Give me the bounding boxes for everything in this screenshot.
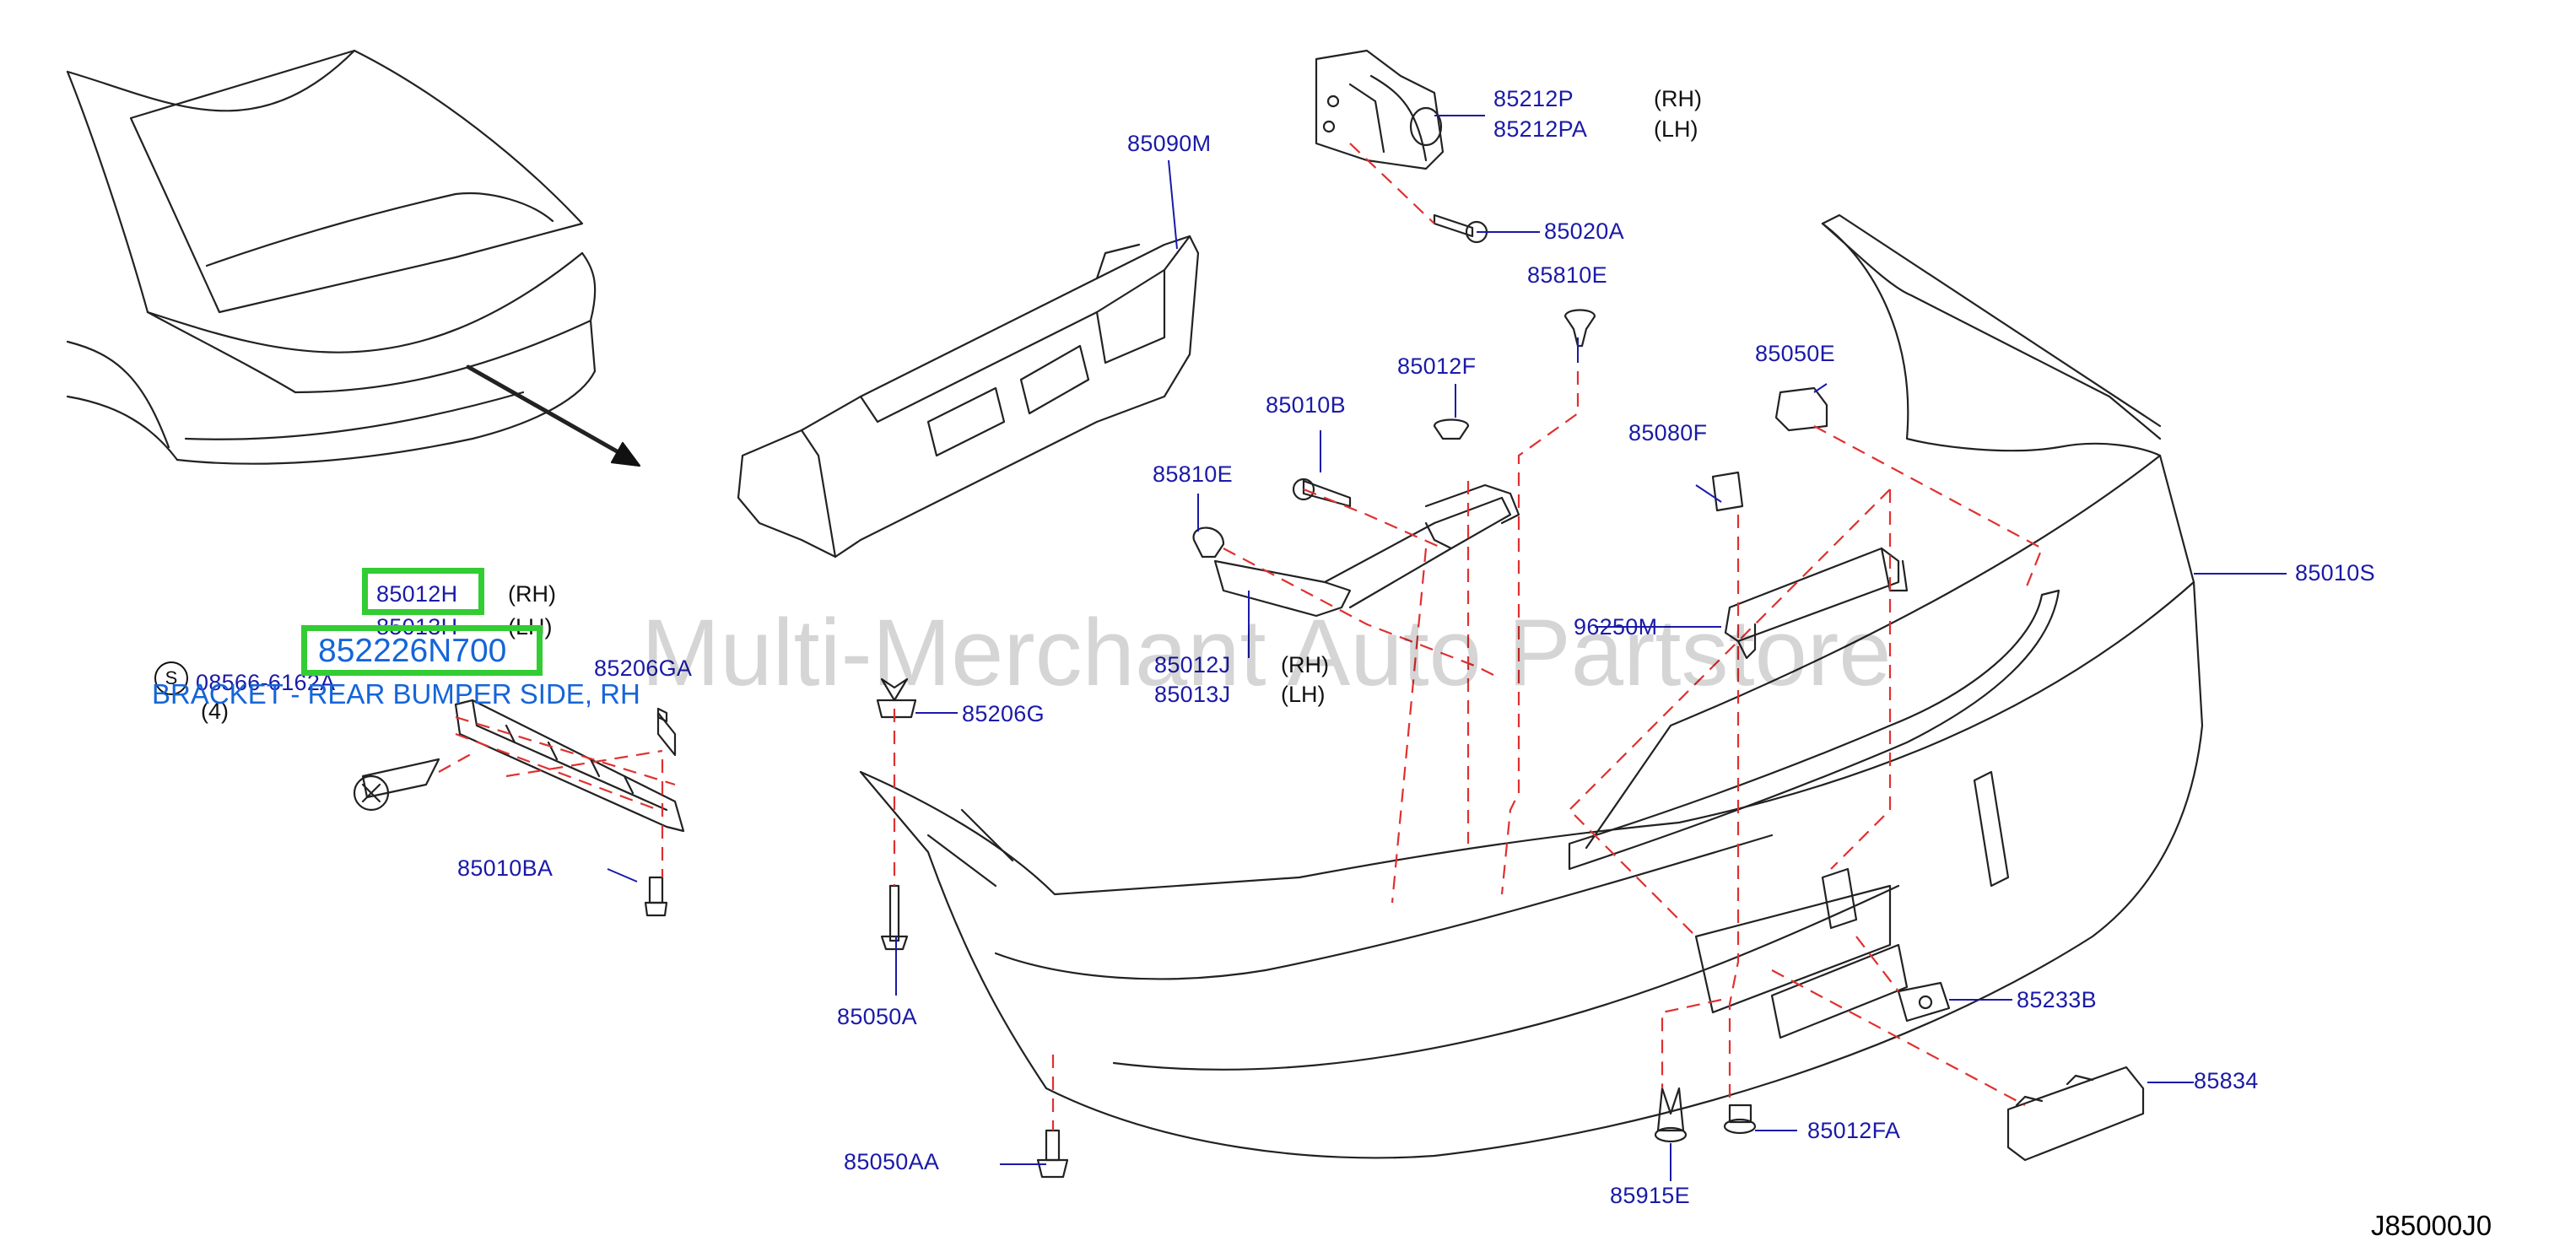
- label-85212PA[interactable]: 85212PA: [1493, 116, 1588, 142]
- label-85915E[interactable]: 85915E: [1610, 1183, 1690, 1208]
- label-lh-85013J: (LH): [1281, 682, 1326, 707]
- energy-absorber: [737, 235, 1200, 559]
- label-85012J[interactable]: 85012J: [1154, 652, 1231, 677]
- label-85010S[interactable]: 85010S: [2295, 560, 2375, 586]
- label-85050A[interactable]: 85050A: [837, 1004, 917, 1029]
- label-85012H[interactable]: 85012H: [376, 581, 458, 607]
- bracket-mount-85212P: [1315, 49, 1445, 170]
- label-85834[interactable]: 85834: [2194, 1068, 2259, 1093]
- label-85206G[interactable]: 85206G: [962, 701, 1045, 726]
- label-85010BA[interactable]: 85010BA: [457, 855, 554, 881]
- special-symbol: S: [154, 661, 188, 695]
- label-rh-85012J: (RH): [1281, 652, 1329, 677]
- highlight-part-description: BRACKET - REAR BUMPER SIDE, RH: [152, 678, 640, 710]
- label-rh-85212P: (RH): [1654, 86, 1702, 111]
- direction-arrow: [466, 364, 641, 467]
- bracket-side-rh: [454, 699, 685, 833]
- label-85012F[interactable]: 85012F: [1397, 353, 1477, 379]
- fasteners: [353, 213, 1828, 1179]
- watermark-text: Multi-Merchant Auto Partstore: [641, 600, 1892, 705]
- label-85010B[interactable]: 85010B: [1266, 392, 1346, 418]
- reflex-reflector-85834: [2006, 1066, 2145, 1162]
- dashed-leaders: [438, 143, 2044, 1131]
- diagram-code: J85000J0: [2371, 1210, 2492, 1241]
- label-85050E[interactable]: 85050E: [1755, 341, 1835, 366]
- highlight-box-85012H: [362, 568, 484, 615]
- label-85206GA[interactable]: 85206GA: [594, 656, 693, 681]
- label-85233B[interactable]: 85233B: [2017, 987, 2097, 1012]
- lamp-85233B: [1897, 981, 1951, 1023]
- label-rh-85012H: (RH): [508, 581, 556, 607]
- bracket-85012J: [1213, 483, 1520, 618]
- label-85090M[interactable]: 85090M: [1127, 131, 1212, 156]
- label-85810E-mid[interactable]: 85810E: [1153, 461, 1233, 487]
- highlight-box-852226N700: [301, 625, 543, 676]
- label-85212P[interactable]: 85212P: [1493, 86, 1574, 111]
- label-85050AA[interactable]: 85050AA: [844, 1149, 940, 1174]
- label-leaders: [607, 115, 2287, 1181]
- license-bracket-96250M: [1724, 547, 1909, 660]
- label-85080F[interactable]: 85080F: [1628, 420, 1708, 445]
- label-qty-4: (4): [201, 699, 229, 724]
- highlight-part-number[interactable]: 852226N700: [318, 633, 507, 669]
- label-85810E-top[interactable]: 85810E: [1527, 262, 1607, 288]
- car-rear-outline: [66, 49, 597, 465]
- label-96250M[interactable]: 96250M: [1574, 614, 1658, 639]
- label-85013J[interactable]: 85013J: [1154, 682, 1231, 707]
- label-85012FA[interactable]: 85012FA: [1807, 1118, 1901, 1143]
- label-lh-85212PA: (LH): [1654, 116, 1698, 142]
- label-85020A[interactable]: 85020A: [1544, 219, 1624, 244]
- rear-bumper-fascia: [859, 213, 2204, 1159]
